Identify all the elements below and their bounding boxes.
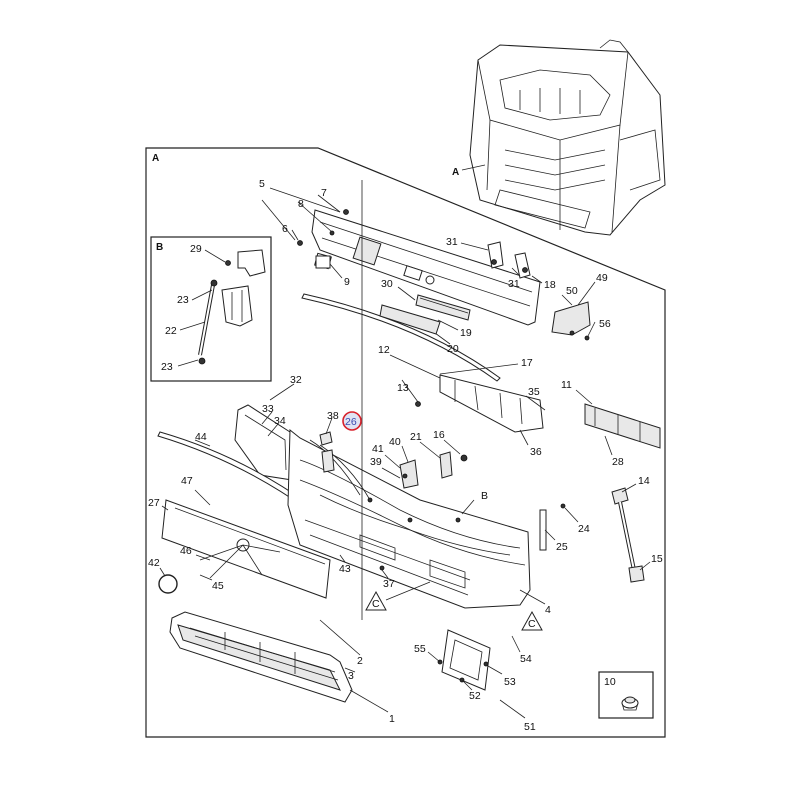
label-41: 41	[372, 443, 384, 455]
label-5: 5	[259, 178, 265, 190]
label-25: 25	[556, 541, 568, 553]
label-50: 50	[566, 285, 578, 297]
trim-strip-20	[301, 293, 501, 382]
label-43: 43	[339, 563, 351, 575]
bumper-bracket-35	[415, 374, 544, 433]
label-47: 47	[181, 475, 193, 487]
label-36: 36	[530, 446, 542, 458]
label-7: 7	[321, 187, 327, 199]
gas-strut-detail	[198, 249, 266, 365]
view-a-label: A	[152, 153, 159, 164]
label-10: 10	[604, 676, 616, 688]
label-18: 18	[544, 279, 556, 291]
label-49: 49	[596, 272, 608, 284]
c-triangle-right	[521, 610, 543, 631]
view-a-frame	[145, 147, 666, 738]
label-21: 21	[410, 431, 422, 443]
label-24: 24	[578, 523, 590, 535]
label-4: 4	[545, 604, 551, 616]
label-2: 2	[357, 655, 363, 667]
label-46: 46	[180, 545, 192, 557]
label-37: 37	[383, 578, 395, 590]
label-53: 53	[504, 676, 516, 688]
c-label-right: C	[528, 618, 536, 630]
label-45: 45	[212, 580, 224, 592]
label-27: 27	[148, 497, 160, 509]
label-42: 42	[148, 557, 160, 569]
label-17: 17	[521, 357, 533, 369]
corner-lamp-49	[551, 301, 591, 336]
label-55: 55	[414, 643, 426, 655]
c-label-left: C	[372, 598, 380, 610]
label-22: 22	[165, 325, 177, 337]
detail-10-frame	[598, 671, 654, 719]
grommet-10	[621, 696, 639, 711]
bumper-shell-4	[287, 428, 531, 609]
label-15: 15	[651, 553, 663, 565]
label-31b: 31	[508, 278, 520, 290]
label-28: 28	[612, 456, 624, 468]
label-16: 16	[433, 429, 445, 441]
label-54: 54	[520, 653, 532, 665]
label-56: 56	[599, 318, 611, 330]
label-51: 51	[524, 721, 536, 733]
plate-bracket-54	[441, 629, 491, 691]
label-34: 34	[274, 415, 286, 427]
cab-reference-view: A	[452, 39, 666, 236]
label-20: 20	[447, 343, 459, 355]
label-33: 33	[262, 403, 274, 415]
label-40: 40	[389, 436, 401, 448]
label-39: 39	[370, 456, 382, 468]
side-lamp-11	[584, 403, 661, 449]
label-35: 35	[528, 386, 540, 398]
strut-14-15	[611, 487, 645, 583]
label-23b: 23	[161, 361, 173, 373]
label-23a: 23	[177, 294, 189, 306]
label-12: 12	[378, 344, 390, 356]
c-triangle-left	[365, 590, 387, 611]
label-44: 44	[195, 431, 207, 443]
label-52: 52	[469, 690, 481, 702]
detail-b-frame	[150, 236, 272, 382]
label-11: 11	[561, 379, 572, 391]
label-6: 6	[282, 223, 288, 235]
label-26-highlighted: 26	[345, 416, 357, 428]
label-38: 38	[327, 410, 339, 422]
label-29: 29	[190, 243, 202, 255]
label-8: 8	[298, 198, 304, 210]
lower-grille-1	[169, 611, 353, 703]
ring-42	[158, 574, 178, 594]
hinge-brackets-31-18	[487, 241, 531, 279]
label-14: 14	[638, 475, 650, 487]
label-9: 9	[344, 276, 350, 288]
detail-b-label: B	[156, 242, 163, 253]
cab-view-label: A	[452, 167, 459, 178]
label-31a: 31	[446, 236, 458, 248]
label-1: 1	[389, 713, 395, 725]
label-32: 32	[290, 374, 302, 386]
highlighted-callout-26[interactable]	[342, 411, 362, 431]
label-3: 3	[348, 670, 354, 682]
label-13: 13	[397, 382, 409, 394]
label-19: 19	[460, 327, 472, 339]
label-30: 30	[381, 278, 393, 290]
b-marker-label: B	[481, 490, 488, 502]
